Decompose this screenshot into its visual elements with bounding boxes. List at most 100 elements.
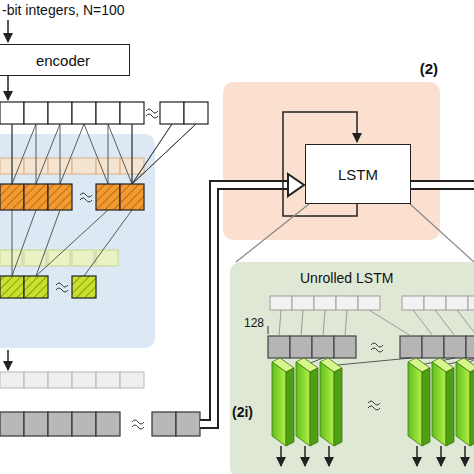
input-cell (120, 102, 144, 124)
dimension-tick (268, 326, 269, 334)
hollow-arrow (409, 182, 474, 188)
connection-line (413, 310, 433, 336)
feature-cell (466, 336, 474, 358)
faded-cell (446, 296, 468, 310)
lstm-slab (456, 362, 470, 446)
connection-line (12, 124, 13, 184)
lstm-slab (432, 362, 446, 446)
connection-line (60, 124, 84, 184)
feature-cell (290, 336, 312, 358)
connection-line (369, 310, 411, 336)
faded-cell (96, 250, 118, 266)
lstm-slab-side (470, 368, 474, 446)
connection-line (84, 124, 108, 184)
faded-cell (314, 296, 336, 310)
conv-cell (0, 184, 24, 210)
connection-line (12, 124, 13, 184)
faded-cell (336, 296, 358, 310)
flow-arrow (7, 20, 9, 42)
break-mark (371, 343, 383, 352)
input-cell (160, 102, 184, 124)
dimension-label: 128 (244, 316, 264, 330)
lstm-slab-side (446, 368, 454, 446)
input-cell (24, 102, 48, 124)
lstm-slab (272, 362, 286, 446)
faded-cell (292, 296, 314, 310)
conv-cell (96, 184, 120, 210)
callout-number: (2i) (232, 404, 253, 420)
box-label: encoder (36, 52, 90, 69)
conv-cell (24, 276, 48, 298)
feature-cell (334, 336, 356, 358)
faded-cell (468, 296, 474, 310)
input-cell (48, 102, 72, 124)
break-mark (80, 193, 92, 202)
faded-cell (24, 372, 48, 388)
output-arrow (304, 446, 306, 466)
connection-line (84, 210, 132, 276)
faded-cell (48, 250, 70, 266)
unrolled-cells (268, 296, 474, 466)
feature-cell (96, 412, 120, 436)
connection-line (132, 124, 172, 184)
connection-line (36, 210, 108, 276)
output-arrow (464, 446, 466, 466)
input-caption: -bit integers, N=100 (2, 2, 125, 18)
output-arrow (280, 446, 282, 466)
feedback-loop (283, 112, 357, 216)
lstm-slab (296, 362, 310, 446)
connection-line (108, 124, 132, 184)
lstm-slab-side (422, 368, 430, 446)
faded-cell (424, 296, 446, 310)
hollow-arrowhead (288, 174, 304, 196)
faded-cell (72, 158, 96, 174)
flow-arrow (7, 350, 9, 370)
conv-cell (24, 184, 48, 210)
connection-line (36, 210, 60, 276)
feature-cell (72, 412, 96, 436)
connection-line (12, 210, 36, 276)
connection-line (36, 124, 37, 184)
lstm-slab (320, 362, 334, 446)
output-arrow (440, 446, 442, 466)
connection-line (457, 310, 474, 336)
feature-cell (312, 336, 334, 358)
conv-cell (0, 276, 24, 298)
connection-line (435, 310, 455, 336)
zoom-line (410, 204, 474, 262)
cell-rows (0, 102, 208, 436)
input-cell (0, 102, 24, 124)
panel-heading: Unrolled LSTM (300, 270, 393, 286)
lstm-slab-side (334, 368, 342, 446)
connection-line (327, 358, 411, 366)
input-cell (96, 102, 120, 124)
faded-cell (120, 372, 144, 388)
lstm-slab-side (310, 368, 318, 446)
output-arrow (416, 446, 418, 466)
feature-cell (422, 336, 444, 358)
lstm-slab-side (286, 368, 294, 446)
faded-cell (358, 296, 380, 310)
connection-line (12, 124, 36, 184)
lstm-box: LSTM (305, 144, 411, 204)
faded-cell (48, 372, 72, 388)
input-cell (184, 102, 208, 124)
connection-line (132, 124, 133, 184)
connection-line (60, 124, 61, 184)
feature-cell (48, 412, 72, 436)
connection-line (132, 124, 172, 184)
faded-cell (0, 372, 24, 388)
zoom-line (236, 204, 309, 262)
connection-line (345, 310, 347, 336)
break-mark (132, 420, 144, 429)
faded-cell (270, 296, 292, 310)
panel-heading: (2) (420, 60, 438, 77)
connection-line (132, 124, 196, 184)
faded-cell (402, 296, 424, 310)
lstm-slab (408, 362, 422, 446)
connection-line (132, 124, 196, 184)
feature-cell (0, 412, 24, 436)
flow-arrow (7, 76, 9, 100)
